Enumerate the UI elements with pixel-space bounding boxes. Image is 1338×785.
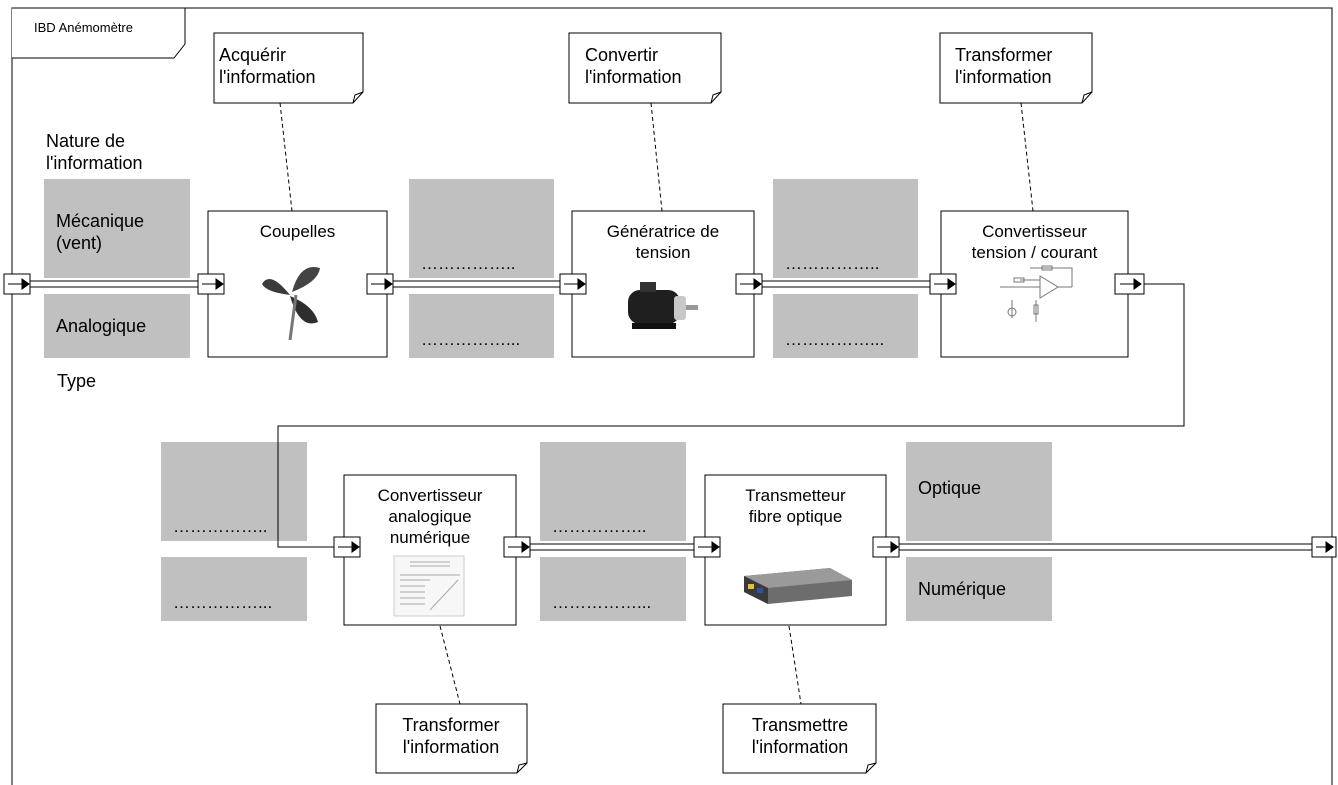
note-box-1 — [213, 32, 364, 104]
port-arrows — [8, 278, 1334, 553]
note-transmettre: Transmettre l'information — [751, 715, 849, 757]
flow-6-type: Numérique — [918, 579, 1007, 599]
legend-type-label: Type — [57, 371, 97, 391]
flow-1-type: Analogique — [56, 316, 147, 336]
opamp-circuit-icon — [1000, 265, 1073, 322]
flow-box-5-nature — [540, 442, 686, 541]
cup-anemometer-icon — [262, 267, 320, 341]
block-title-transmetteur: Transmetteur fibre optique — [745, 486, 846, 526]
flow-box-1-nature — [44, 179, 190, 278]
note-box-3 — [939, 32, 1093, 104]
note-convertir: Convertir l'information — [585, 45, 682, 87]
flow-box-1-type — [44, 294, 190, 358]
flow-2-type: ……………... — [421, 330, 521, 349]
block-title-convertisseur-tc: Convertisseur tension / courant — [971, 222, 1098, 262]
note-transformer-1: Transformer l'information — [955, 45, 1053, 87]
flow-1-nature: Mécanique (vent) — [56, 211, 145, 253]
flow-4-nature: …………….. — [173, 517, 268, 536]
flow-box-5-type — [540, 557, 686, 621]
block-title-can: Convertisseur analogique numérique — [377, 486, 483, 547]
adc-datasheet-icon — [393, 555, 465, 617]
flow-value-boxes — [44, 179, 1052, 621]
note-box-5 — [722, 703, 877, 774]
diagram-frame — [11, 7, 1333, 785]
flow-5-nature: …………….. — [552, 517, 647, 536]
note-transformer-2: Transformer l'information — [402, 715, 500, 757]
flow-3-nature: …………….. — [785, 254, 880, 273]
block-generatrice — [571, 210, 755, 358]
media-converter-icon — [744, 568, 852, 604]
flow-2-nature: …………….. — [421, 254, 516, 273]
block-convertisseur-tc — [940, 210, 1129, 358]
flow-box-4-type — [161, 557, 307, 621]
flow-5-type: ……………... — [552, 593, 652, 612]
flow-box-3-nature — [773, 179, 918, 278]
flow-box-4-nature — [161, 442, 307, 541]
flow-4-type: ……………... — [173, 593, 273, 612]
note-box-4 — [375, 703, 528, 774]
flow-box-2-type — [409, 294, 554, 358]
note-acquerir: Acquérir l'information — [219, 45, 316, 87]
flow-box-6-type — [906, 557, 1052, 621]
legend-nature-label: Nature de l'information — [46, 131, 143, 173]
flow-6-nature: Optique — [918, 478, 982, 498]
frame-title: IBD Anémomètre — [34, 20, 133, 35]
note-box-2 — [568, 32, 722, 104]
frame-title-tab — [12, 7, 186, 59]
note-connectors — [279, 102, 1034, 705]
block-title-generatrice: Génératrice de tension — [606, 222, 720, 262]
flow-box-2-nature — [409, 179, 554, 278]
note-boxes — [213, 32, 1093, 774]
electric-motor-icon — [628, 282, 698, 329]
flow-3-type: ……………... — [785, 330, 885, 349]
flow-box-3-type — [773, 294, 918, 358]
flow-box-6-nature — [906, 442, 1052, 541]
flow-lines — [30, 280, 1312, 551]
block-title-coupelles: Coupelles — [259, 222, 336, 241]
